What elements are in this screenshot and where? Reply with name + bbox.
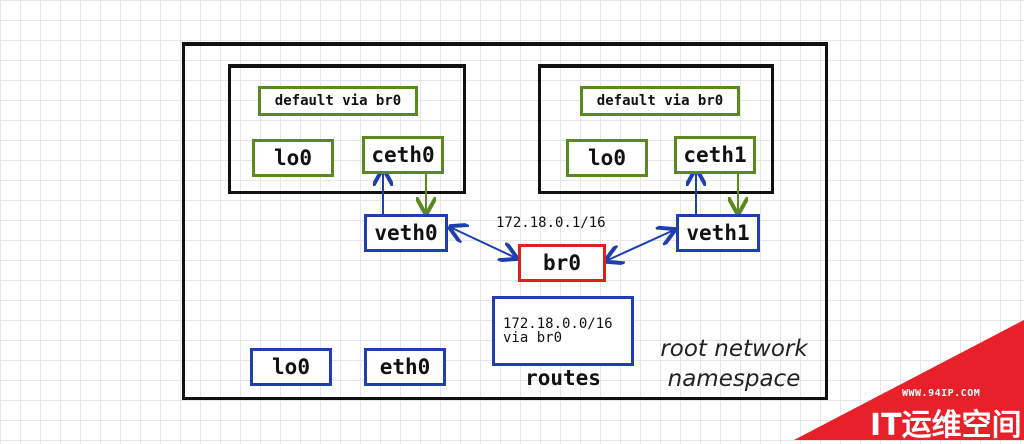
routes-box: 172.18.0.0/16 via br0 <box>492 296 634 366</box>
veth1-label: veth1 <box>686 221 750 245</box>
root-namespace-label: root network namespace <box>644 334 824 394</box>
eth0-interface: eth0 <box>364 348 446 386</box>
root-lo0-label: lo0 <box>272 355 310 379</box>
watermark-logo: IT运维空间 <box>870 408 1022 443</box>
veth0-label: veth0 <box>374 221 438 245</box>
veth0-br0-link <box>452 228 516 258</box>
routes-line-1: 172.18.0.0/16 <box>503 316 613 332</box>
veth1-interface: veth1 <box>676 214 760 252</box>
br0-veth1-link <box>608 230 674 260</box>
root-namespace-label-line-2: namespace <box>667 366 801 392</box>
routes-title: routes <box>525 366 601 390</box>
watermark-url: WWW.94IP.COM <box>902 388 981 399</box>
ceth1-interface: ceth1 <box>674 136 756 174</box>
left-lo0-label: lo0 <box>274 146 312 170</box>
ceth0-interface: ceth0 <box>362 136 444 174</box>
left-default-route-text: default via br0 <box>274 93 402 109</box>
right-default-route-text: default via br0 <box>596 93 724 109</box>
root-namespace-label-line-1: root network <box>660 336 808 362</box>
veth0-interface: veth0 <box>364 214 448 252</box>
left-default-route-box: default via br0 <box>258 86 418 116</box>
root-namespace-frame <box>182 42 828 400</box>
watermark-triangle <box>794 320 1024 440</box>
bridge-ip-label: 172.18.0.1/16 <box>496 215 606 231</box>
right-lo0-interface: lo0 <box>566 139 648 177</box>
br0-bridge: br0 <box>518 244 606 282</box>
root-lo0-interface: lo0 <box>250 348 332 386</box>
ceth1-label: ceth1 <box>683 143 747 167</box>
right-default-route-box: default via br0 <box>580 86 740 116</box>
eth0-label: eth0 <box>379 355 431 379</box>
left-container-namespace <box>228 64 466 194</box>
right-container-namespace <box>538 64 774 194</box>
right-lo0-label: lo0 <box>588 146 626 170</box>
left-lo0-interface: lo0 <box>252 139 334 177</box>
ceth0-label: ceth0 <box>371 143 435 167</box>
routes-line-2: via br0 <box>503 330 563 346</box>
br0-label: br0 <box>543 251 581 275</box>
